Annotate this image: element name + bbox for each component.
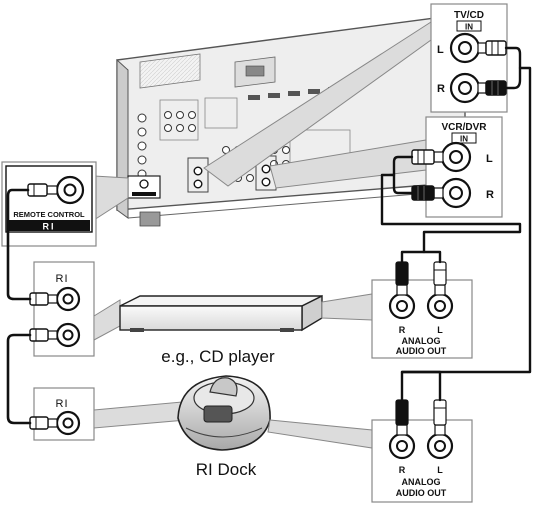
vcr-dvr-right-label: R bbox=[486, 189, 494, 201]
vcr-dvr-left-label: L bbox=[486, 153, 493, 165]
vcr-dvr-in-label: IN bbox=[460, 135, 468, 144]
tv-cd-right-label: R bbox=[437, 83, 445, 95]
ri-port-1-jack-bottom[interactable] bbox=[55, 322, 81, 348]
ri-port-2-jack[interactable] bbox=[55, 410, 81, 436]
audio-cables bbox=[380, 46, 532, 402]
ri-port-box-2: RI bbox=[29, 387, 95, 441]
analog-out-2-line2: AUDIO OUT bbox=[396, 488, 447, 498]
vcr-dvr-left-plug bbox=[411, 149, 444, 165]
vcr-dvr-right-jack[interactable] bbox=[440, 177, 472, 209]
analog-out-1-right-jack[interactable] bbox=[388, 292, 416, 320]
analog-out-2-right-jack[interactable] bbox=[388, 432, 416, 460]
remote-control-callout: REMOTE CONTROL RI bbox=[1, 161, 129, 247]
analog-out-2-l-label: L bbox=[437, 465, 443, 475]
analog-out-1-right-plug bbox=[395, 261, 409, 296]
ri-port-1-plug-bottom bbox=[29, 328, 58, 342]
ri-port-1-plug-top bbox=[29, 292, 58, 306]
analog-out-2-line1: ANALOG bbox=[402, 477, 441, 487]
vcr-dvr-title: VCR/DVR bbox=[441, 122, 487, 133]
vcr-dvr-callout: VCR/DVR IN L R bbox=[269, 116, 503, 218]
ri-dock-caption: RI Dock bbox=[196, 460, 257, 479]
analog-out-2-right-plug bbox=[395, 399, 409, 436]
analog-out-2-r-label: R bbox=[399, 465, 406, 475]
tv-cd-callout: TV/CD IN L R bbox=[203, 3, 508, 187]
ri-port-1-label: RI bbox=[56, 273, 69, 285]
tv-cd-left-label: L bbox=[437, 44, 444, 56]
ri-port-2-label: RI bbox=[56, 398, 69, 410]
analog-out-1-line1: ANALOG bbox=[402, 336, 441, 346]
analog-out-2-left-jack[interactable] bbox=[426, 432, 454, 460]
ri-port-1-jack-top[interactable] bbox=[55, 286, 81, 312]
analog-out-1-l-label: L bbox=[437, 325, 443, 335]
vcr-dvr-right-plug bbox=[411, 185, 444, 201]
tv-cd-in-label: IN bbox=[465, 23, 473, 32]
cd-player: e.g., CD player bbox=[93, 294, 323, 366]
ri-cables bbox=[6, 188, 32, 425]
vcr-dvr-left-jack[interactable] bbox=[440, 141, 472, 173]
analog-out-box-2: R L ANALOG AUDIO OUT bbox=[267, 399, 473, 503]
ri-dock: RI Dock bbox=[93, 375, 271, 479]
analog-out-1-left-jack[interactable] bbox=[426, 292, 454, 320]
analog-out-2-left-plug bbox=[433, 399, 447, 436]
ri-port-2-plug bbox=[29, 416, 58, 430]
remote-ri-logo: RI bbox=[43, 222, 56, 232]
analog-out-box-1: R L ANALOG AUDIO OUT bbox=[321, 261, 473, 359]
tv-cd-title: TV/CD bbox=[454, 10, 484, 21]
analog-out-1-line2: AUDIO OUT bbox=[396, 346, 447, 356]
remote-control-plug bbox=[27, 183, 58, 197]
remote-control-label: REMOTE CONTROL bbox=[13, 210, 85, 219]
remote-control-jack[interactable] bbox=[55, 175, 85, 205]
cd-player-caption: e.g., CD player bbox=[161, 347, 275, 366]
analog-out-1-r-label: R bbox=[399, 325, 406, 335]
tv-cd-right-jack[interactable] bbox=[449, 72, 481, 104]
tv-cd-left-plug bbox=[477, 40, 507, 56]
ri-port-box-1: RI bbox=[29, 261, 95, 357]
tv-cd-right-plug bbox=[477, 80, 507, 96]
tv-cd-left-jack[interactable] bbox=[449, 32, 481, 64]
analog-out-1-left-plug bbox=[433, 261, 447, 296]
